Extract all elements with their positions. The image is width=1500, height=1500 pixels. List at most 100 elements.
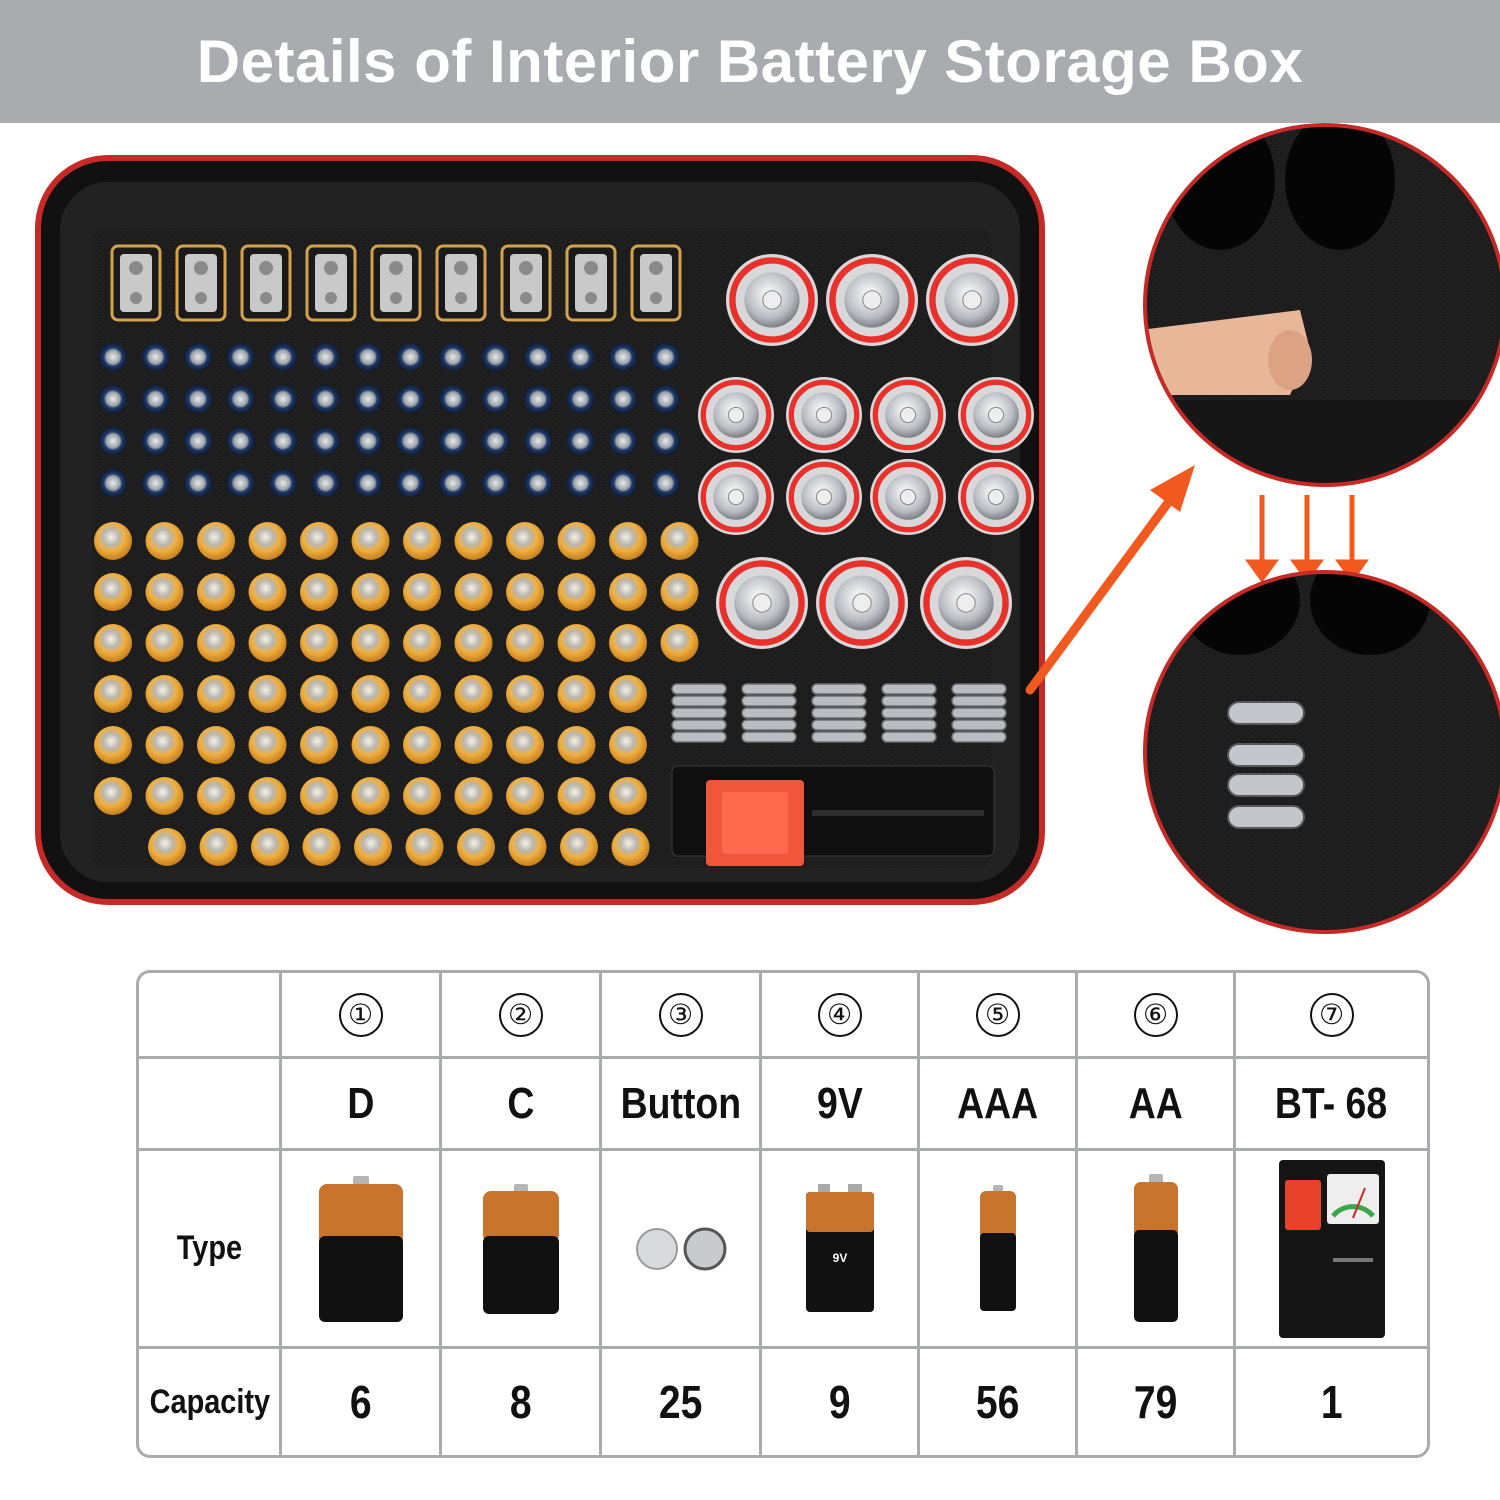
battery-type-name: BT- 68: [1275, 1078, 1388, 1128]
capacity-value: 25: [658, 1376, 703, 1428]
slot-aa-battery: [145, 624, 184, 662]
slot-9v-battery: [110, 244, 162, 322]
slot-button-cell: [951, 683, 1007, 695]
slot-aa-battery: [609, 573, 647, 611]
slot-large-cell: [698, 459, 774, 535]
slot-aa-battery: [609, 777, 647, 815]
slot-button-cell: [741, 695, 797, 707]
slot-aaa-battery: [99, 343, 127, 371]
slot-aa-battery: [506, 726, 544, 764]
slot-aa-battery: [248, 573, 287, 611]
button-cell-closeup: [1227, 743, 1305, 767]
slot-aa-battery: [94, 522, 132, 560]
slot-aa-battery: [197, 573, 235, 611]
slot-aa-battery: [197, 675, 235, 713]
slot-aaa-battery: [396, 385, 425, 413]
battery-tester-icon: [1278, 1159, 1385, 1338]
slot-aa-battery: [454, 726, 493, 764]
slot-aa-battery: [403, 675, 441, 713]
button-cell-closeup: [1227, 701, 1305, 725]
slot-button-cell: [951, 731, 1007, 743]
battery-type-name: D: [346, 1078, 375, 1128]
slot-large-cell: [926, 254, 1018, 346]
title-banner: Details of Interior Battery Storage Box: [0, 0, 1500, 123]
slot-aaa-battery: [609, 427, 637, 455]
slot-aaa-battery: [396, 343, 425, 371]
slot-aa-battery: [145, 675, 184, 713]
slot-large-cell: [826, 254, 918, 346]
slot-aaa-battery: [141, 469, 170, 497]
slot-aa-battery: [454, 522, 493, 560]
slot-aa-battery: [354, 828, 392, 866]
slot-aaa-battery: [141, 427, 170, 455]
aa-battery-icon: [1133, 1173, 1178, 1322]
slot-aaa-battery: [566, 343, 595, 371]
capacity-value: 8: [509, 1376, 532, 1428]
slot-button-cell: [881, 719, 937, 731]
slot-aa-battery: [197, 726, 235, 764]
row-label-type: Type: [176, 1229, 242, 1267]
foam-zoom-closeup-buttons: [1143, 570, 1500, 934]
page-title: Details of Interior Battery Storage Box: [196, 28, 1304, 95]
slot-aa-battery: [506, 777, 544, 815]
button-cell-icon: [635, 1227, 726, 1270]
slot-button-cell: [881, 731, 937, 743]
slot-button-cell: [811, 695, 867, 707]
capacity-value: 6: [349, 1376, 372, 1428]
slot-large-cell: [716, 557, 808, 649]
empty-cell: [139, 1059, 282, 1151]
slot-9v-battery: [435, 244, 487, 322]
slot-large-cell: [920, 557, 1012, 649]
slot-large-cell: [870, 377, 946, 453]
slot-aa-battery: [403, 777, 441, 815]
slot-aa-battery: [248, 675, 287, 713]
slot-aaa-battery: [524, 427, 552, 455]
battery-type-name: Button: [620, 1078, 741, 1128]
slot-aa-battery: [557, 777, 596, 815]
slot-aaa-battery: [226, 385, 255, 413]
slot-aaa-battery: [481, 343, 510, 371]
slot-large-cell: [698, 377, 774, 453]
column-number: ⑥: [1133, 992, 1178, 1037]
battery-type-name: C: [506, 1078, 535, 1128]
slot-aa-battery: [94, 777, 132, 815]
slot-aaa-battery: [354, 427, 382, 455]
slot-aa-battery: [248, 522, 287, 560]
9v-battery-icon: 9V: [805, 1183, 874, 1312]
slot-aa-battery: [300, 726, 338, 764]
slot-aaa-battery: [141, 385, 170, 413]
slot-aa-battery: [403, 726, 441, 764]
slot-aa-battery: [609, 726, 647, 764]
slot-aa-battery: [403, 624, 441, 662]
slot-9v-battery: [500, 244, 552, 322]
slot-aa-battery: [248, 726, 287, 764]
capacity-value: 79: [1133, 1376, 1178, 1428]
slot-aaa-battery: [184, 427, 212, 455]
slot-aaa-battery: [481, 469, 510, 497]
slot-button-cell: [881, 695, 937, 707]
corner-cell: [139, 973, 282, 1059]
slot-button-cell: [951, 695, 1007, 707]
slot-aaa-battery: [651, 343, 680, 371]
slot-button-cell: [811, 707, 867, 719]
slot-aaa-battery: [354, 469, 382, 497]
slot-aa-battery: [197, 624, 235, 662]
slot-9v-battery: [630, 244, 682, 322]
slot-aa-battery: [557, 726, 596, 764]
slot-aa-battery: [94, 573, 132, 611]
slot-9v-battery: [565, 244, 617, 322]
slot-aa-battery: [611, 828, 650, 866]
slot-aaa-battery: [524, 469, 552, 497]
capacity-value: 9: [828, 1376, 851, 1428]
column-number: ④: [817, 992, 862, 1037]
row-label-capacity: Capacity: [149, 1382, 271, 1421]
slot-aa-battery: [145, 573, 184, 611]
slot-aaa-battery: [651, 385, 680, 413]
slot-9v-battery: [370, 244, 422, 322]
slot-button-cell: [671, 707, 727, 719]
slot-aa-battery: [660, 522, 699, 560]
slot-aaa-battery: [269, 427, 297, 455]
slot-aa-battery: [560, 828, 598, 866]
slot-button-cell: [811, 683, 867, 695]
c-battery-icon: [482, 1183, 559, 1314]
